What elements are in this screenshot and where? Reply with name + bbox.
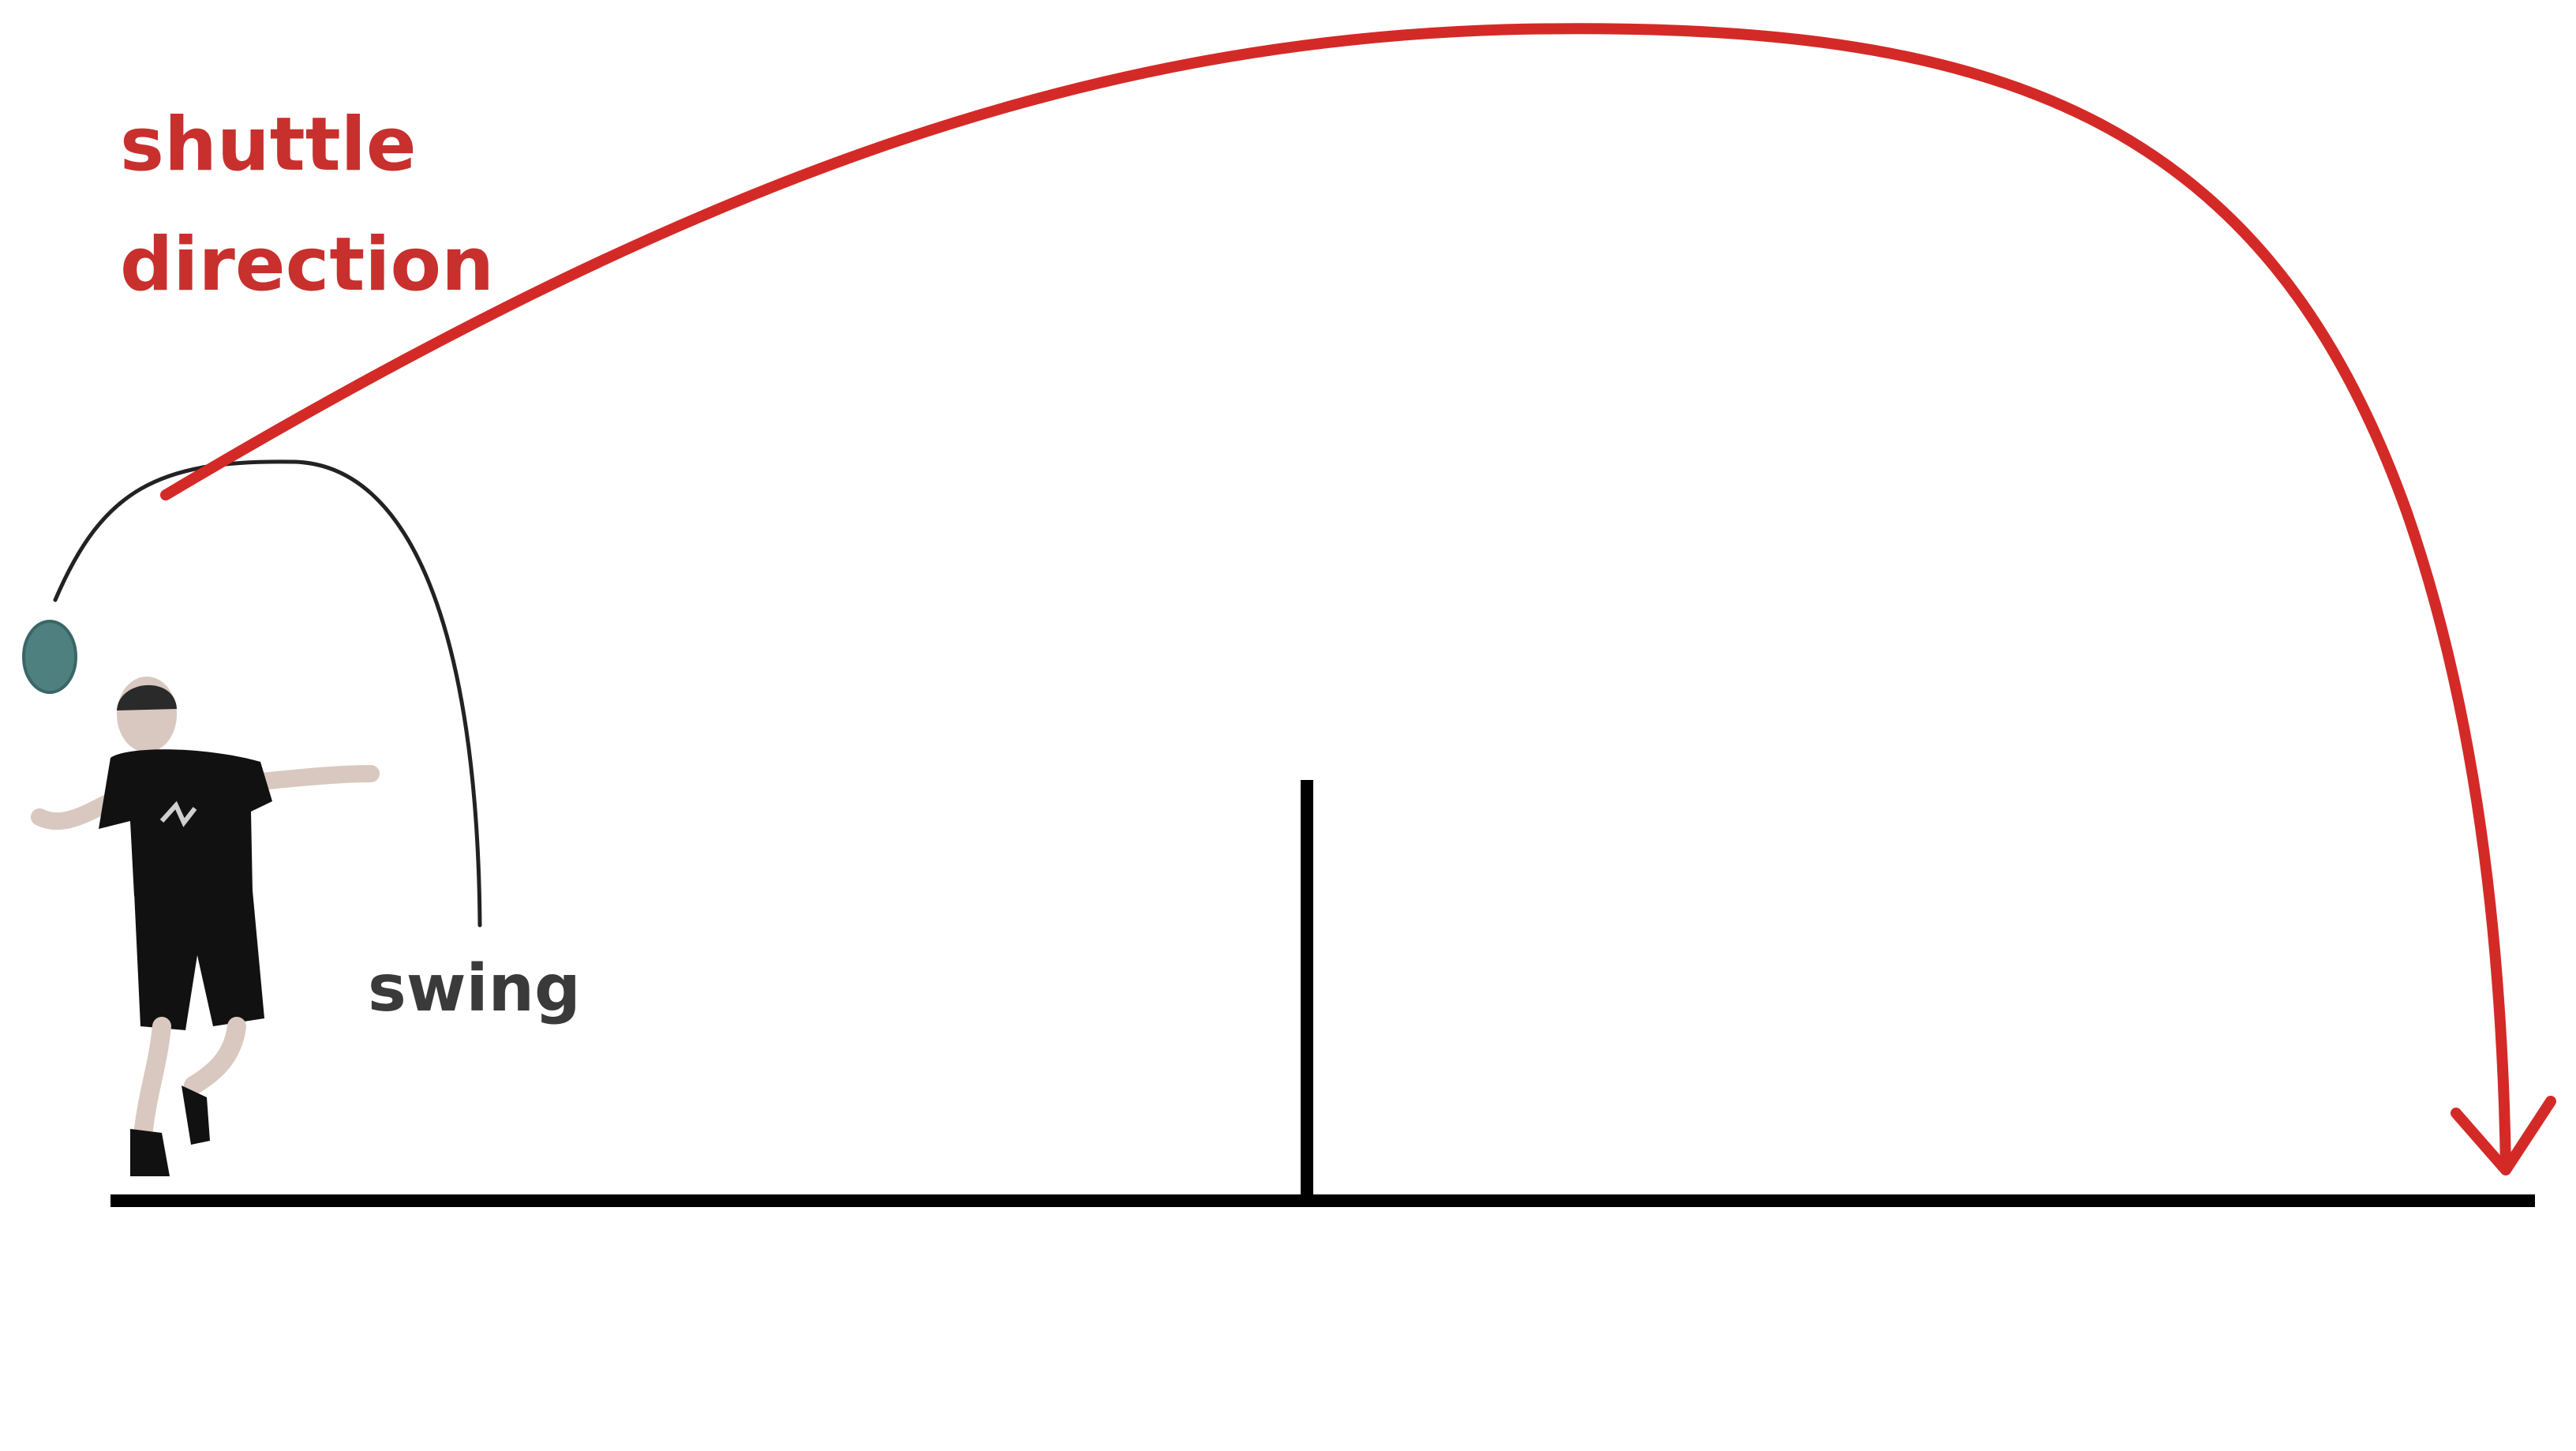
shuttle-trajectory <box>160 23 2511 1174</box>
shuttle-direction-label-line2: direction <box>120 222 494 308</box>
trajectory-arrowhead <box>2451 1096 2556 1175</box>
badminton-player-icon <box>22 620 380 1176</box>
swing-label: swing <box>368 951 581 1026</box>
racket-head-icon <box>22 620 77 694</box>
shuttle-direction-label-line1: shuttle <box>120 102 417 188</box>
swing-arc <box>53 459 482 928</box>
